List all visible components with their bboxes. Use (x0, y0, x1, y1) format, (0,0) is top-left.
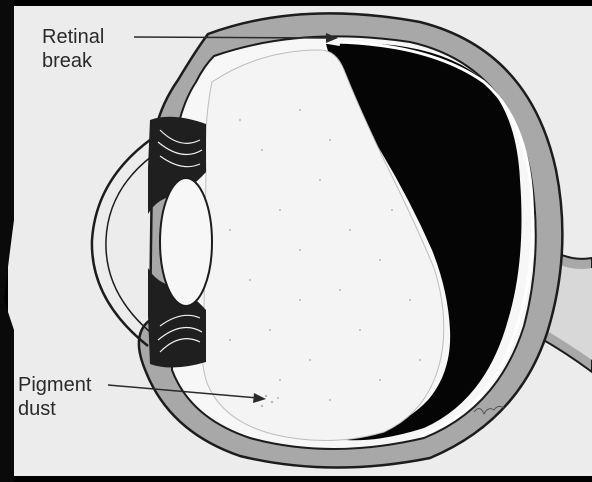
label-pigment-dust-line1: Pigment (18, 374, 91, 396)
label-retinal-break-line1: Retinal (42, 26, 104, 48)
retinal-break-leader (134, 37, 330, 38)
label-retinal-break-line2: break (42, 50, 92, 72)
label-pigment-dust-line2: dust (18, 398, 56, 420)
lens (160, 178, 212, 306)
